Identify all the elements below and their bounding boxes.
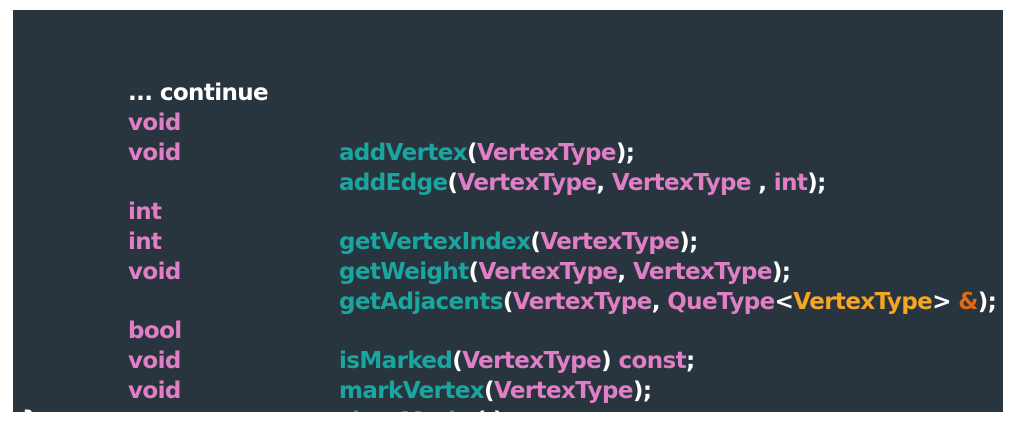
return-type: void [128, 259, 181, 285]
declaration: getWeight(VertexType, VertexType); [339, 257, 791, 287]
semicolon: ; [685, 348, 695, 374]
code-line-getvertexindex: int getVertexIndex(VertexType); [13, 167, 698, 255]
return-type: void [128, 378, 181, 404]
code-line-addedge: void addEdge(VertexType, VertexType , in… [13, 108, 826, 196]
open-paren: ( [452, 348, 463, 374]
open-paren: ( [530, 229, 541, 255]
close-paren: ); [486, 408, 512, 412]
close-paren: ); [807, 170, 826, 196]
code-panel: ... continue void addVertex(VertexType);… [13, 10, 1003, 412]
declaration: isMarked(VertexType) const; [339, 346, 695, 376]
function-name: isMarked [339, 348, 453, 374]
declaration: clearMarks( ); [339, 406, 512, 412]
code-line-continue: ... continue [13, 48, 269, 106]
param-type: VertexType [478, 259, 618, 285]
return-type: void [128, 140, 181, 166]
close-paren: ); [632, 378, 652, 404]
param-type: VertexType [512, 289, 653, 315]
return-type: int [128, 229, 162, 255]
return-type: int [128, 199, 162, 225]
const-qualifier: const [611, 348, 686, 374]
open-paren: ( [447, 170, 459, 196]
code-line-getweight: int getWeight(VertexType, VertexType); [13, 197, 791, 285]
code-line-markvertex: void markVertex(VertexType); [13, 316, 652, 404]
open-paren: ( [468, 259, 480, 285]
close-paren: ); [679, 229, 698, 255]
function-name: getVertexIndex [339, 229, 531, 255]
template-open: < [774, 289, 794, 315]
function-name: markVertex [339, 378, 485, 404]
param-type: QueType [667, 289, 775, 315]
declaration: addEdge(VertexType, VertexType , int); [339, 168, 826, 198]
code-line-ismarked: bool isMarked(VertexType) const; [13, 286, 695, 374]
function-name: getWeight [339, 259, 469, 285]
param-type: VertexType [493, 378, 634, 404]
separator: , [596, 170, 612, 196]
return-type: bool [128, 318, 182, 344]
closing-brace: } [22, 405, 38, 412]
separator: , [750, 170, 774, 196]
close-paren: ); [771, 259, 791, 285]
function-name: getAdjacents [339, 289, 503, 315]
code-line-addvertex: void addVertex(VertexType); [13, 78, 635, 166]
reference-symbol: & [958, 289, 978, 315]
open-paren: ( [484, 378, 495, 404]
code-line-closing-brace: } [13, 375, 57, 412]
param-type: VertexType [457, 170, 597, 196]
declaration: addVertex(VertexType); [339, 138, 635, 168]
open-paren: ( [476, 408, 487, 412]
function-name: clearMarks [339, 408, 476, 412]
code-block: ... continue void addVertex(VertexType);… [13, 10, 1003, 412]
continue-comment: ... continue [128, 80, 269, 106]
template-arg: VertexType [793, 289, 933, 315]
return-type: void [128, 348, 181, 374]
template-close: > [932, 289, 959, 315]
close-paren: ) [601, 348, 612, 374]
close-paren: ); [977, 289, 997, 315]
open-paren: ( [502, 289, 514, 315]
separator: , [651, 289, 668, 315]
return-type: void [128, 110, 181, 136]
param-type: int [773, 170, 808, 196]
declaration: getAdjacents(VertexType, QueType<VertexT… [339, 287, 997, 317]
param-type: VertexType [462, 348, 602, 374]
param-type: VertexType [540, 229, 680, 255]
separator: , [617, 259, 633, 285]
function-name: addEdge [339, 170, 448, 196]
code-line-clearmarks: void clearMarks( ); [13, 346, 512, 412]
param-type: VertexType [476, 140, 617, 166]
param-type: VertexType [611, 170, 752, 196]
declaration: getVertexIndex(VertexType); [339, 227, 698, 257]
declaration: markVertex(VertexType); [339, 376, 652, 406]
param-type: VertexType [632, 259, 773, 285]
close-paren: ); [615, 140, 635, 166]
function-name: addVertex [339, 140, 468, 166]
open-paren: ( [466, 140, 478, 166]
code-line-getadjacents: void getAdjacents(VertexType, QueType<Ve… [13, 227, 997, 315]
